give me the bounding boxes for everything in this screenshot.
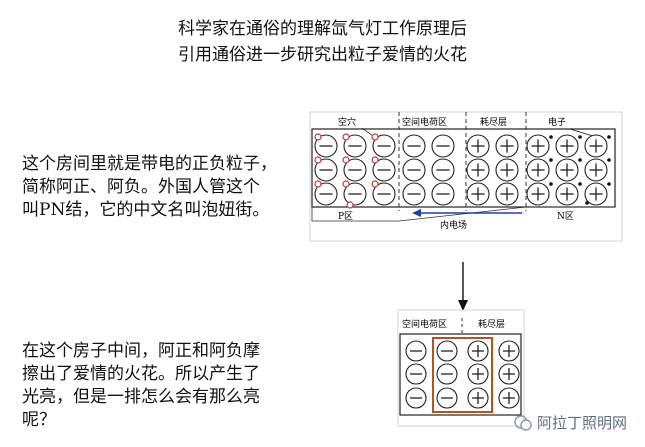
label-n-region: N区 <box>557 211 574 222</box>
negative-ion <box>314 182 338 206</box>
hole-marker <box>314 180 322 188</box>
label-hole: 空穴 <box>338 116 356 128</box>
down-arrow-head <box>458 300 468 311</box>
positive-ion <box>555 158 579 182</box>
hole-marker <box>371 156 379 164</box>
negative-ion <box>314 134 338 158</box>
positive-ion <box>526 134 550 158</box>
electron-dot <box>549 182 553 186</box>
positive-ion <box>584 158 608 182</box>
positive-ion <box>466 158 490 182</box>
label-p-region: P区 <box>338 211 353 222</box>
positive-ion <box>495 158 519 182</box>
title-line-1: 科学家在通俗的理解氙气灯工作原理后 <box>178 19 467 39</box>
watermark-text: 阿拉丁照明网 <box>536 414 627 432</box>
negative-ion <box>436 340 458 362</box>
positive-ion <box>584 134 608 158</box>
field-arrow-head <box>412 209 421 217</box>
negative-ion <box>372 182 396 206</box>
label-depletion-2: 耗尽层 <box>478 319 505 330</box>
positive-ion <box>495 134 519 158</box>
positive-ion <box>467 340 489 362</box>
paragraph-spark: 在这个房子中间，阿正和阿负摩 擦出了爱情的火花。所以产生了 光亮，但是一排怎么会… <box>22 341 260 430</box>
negative-ion <box>402 134 426 158</box>
positive-ion <box>555 182 579 206</box>
label-space-charge-2: 空间电荷区 <box>402 318 447 330</box>
title-line-2: 引用通俗进一步研究出粒子爱情的火花 <box>178 45 467 65</box>
hole-marker <box>342 133 350 141</box>
positive-ion <box>498 340 520 362</box>
positive-ion <box>498 363 520 385</box>
pn-junction-center-diagram: 空间电荷区 耗尽层 <box>397 309 525 427</box>
paragraph-pn-junction: 这个房间里就是带电的正负粒子， 简称阿正、阿负。外国人管这个 叫PN结，它的中文… <box>22 154 277 220</box>
negative-ion <box>343 158 367 182</box>
watermark: 阿拉丁照明网 <box>513 412 627 433</box>
hole-marker <box>346 201 354 209</box>
positive-ion <box>555 134 579 158</box>
electron-dot <box>607 158 611 162</box>
junction-highlight-box <box>432 337 493 413</box>
negative-ion <box>343 134 367 158</box>
positive-ion <box>498 387 520 409</box>
negative-ion <box>402 182 426 206</box>
electron-dot <box>585 201 589 205</box>
negative-ion <box>405 363 427 385</box>
positive-ion <box>526 158 550 182</box>
label-field: 内电场 <box>440 219 467 231</box>
negative-ion <box>405 387 427 409</box>
negative-ion <box>372 134 396 158</box>
hole-marker <box>314 156 322 164</box>
hole-marker <box>371 133 379 141</box>
negative-ion <box>431 182 455 206</box>
positive-ion <box>467 363 489 385</box>
negative-ion <box>431 134 455 158</box>
positive-ion <box>467 387 489 409</box>
negative-ion <box>405 340 427 362</box>
electron-dot <box>549 158 553 162</box>
positive-ion <box>466 182 490 206</box>
negative-ion <box>314 158 338 182</box>
negative-ion <box>372 158 396 182</box>
negative-ion <box>436 387 458 409</box>
pn-junction-full-diagram: 空穴 空间电荷区 耗尽层 电子 P区 N区 内电场 <box>309 111 623 242</box>
positive-ion <box>466 134 490 158</box>
hole-marker <box>314 133 322 141</box>
label-space-charge: 空间电荷区 <box>402 116 447 128</box>
electron-dot <box>578 182 582 186</box>
positive-ion <box>495 182 519 206</box>
negative-ion <box>436 363 458 385</box>
hole-marker <box>342 156 350 164</box>
electron-dot <box>607 135 611 139</box>
wechat-icon <box>514 414 532 431</box>
positive-ion <box>526 182 550 206</box>
electron-dot <box>607 182 611 186</box>
positive-ion <box>584 182 608 206</box>
negative-ion <box>402 158 426 182</box>
hole-marker <box>371 180 379 188</box>
negative-ion <box>431 158 455 182</box>
label-electron: 电子 <box>548 116 566 128</box>
electron-dot <box>578 135 582 139</box>
label-depletion: 耗尽层 <box>480 117 507 128</box>
negative-ion <box>343 182 367 206</box>
electron-dot <box>578 158 582 162</box>
electron-dot <box>549 135 553 139</box>
hole-marker <box>342 180 350 188</box>
